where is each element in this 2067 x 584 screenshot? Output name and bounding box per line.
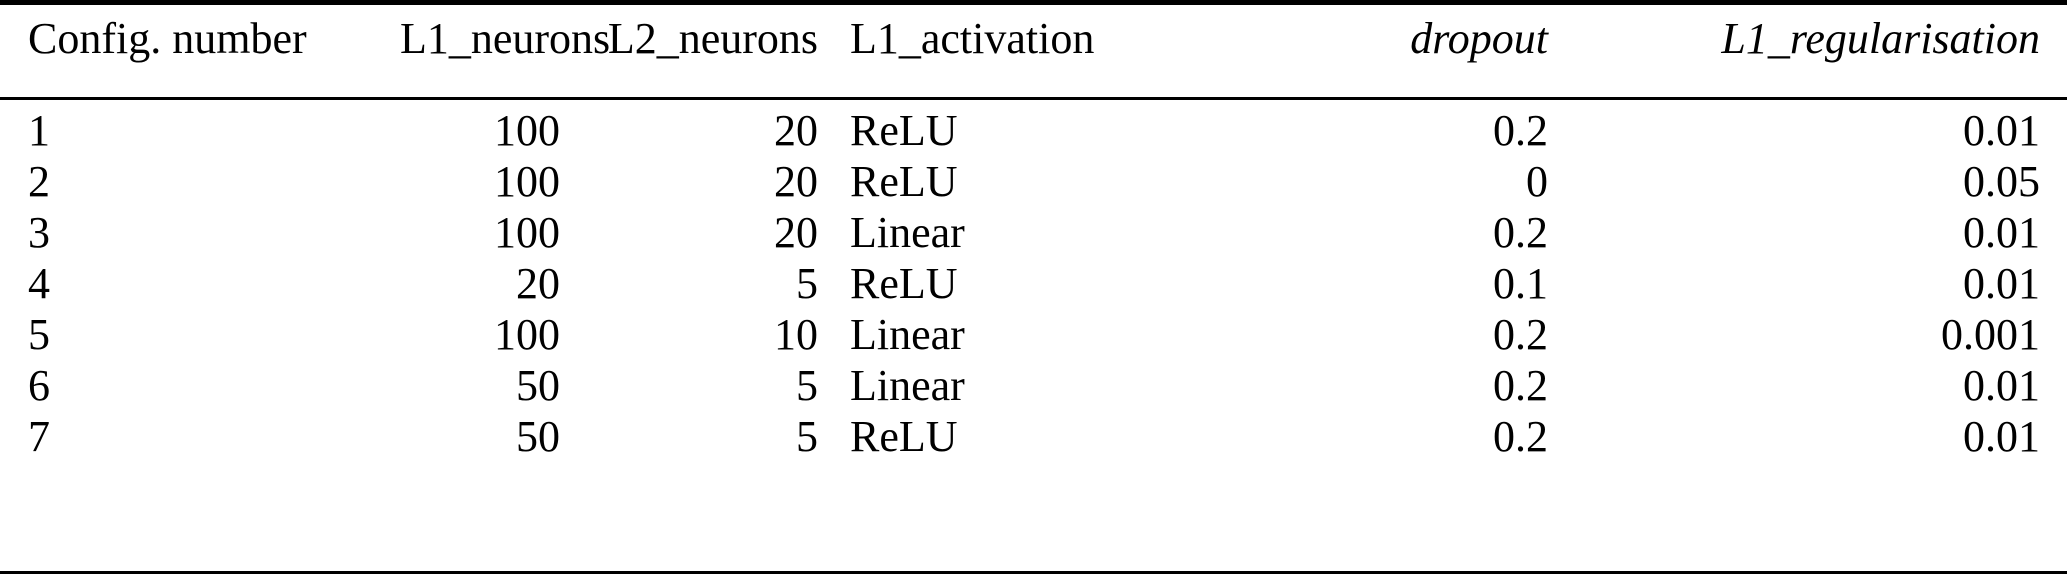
cell-l1-activation: ReLU (850, 157, 958, 206)
cell-config-number: 5 (28, 310, 50, 359)
config-table: Config. number L1_neurons L2_neurons L1_… (0, 0, 2067, 466)
table-row: 1 100 20 ReLU 0.2 0.01 (0, 97, 2067, 160)
table-row: 3 100 20 Linear 0.2 0.01 (0, 211, 2067, 262)
cell-l1-activation: Linear (850, 208, 965, 257)
cell-dropout: 0.2 (1493, 361, 1548, 410)
cell-l1-neurons: 100 (494, 310, 560, 359)
table-header-row: Config. number L1_neurons L2_neurons L1_… (0, 0, 2067, 97)
table-header: Config. number L1_neurons L2_neurons L1_… (0, 0, 2067, 97)
table-row: 6 50 5 Linear 0.2 0.01 (0, 364, 2067, 415)
cell-l1-neurons: 50 (516, 361, 560, 410)
cell-l1-neurons: 100 (494, 106, 560, 155)
table-top-rule (0, 0, 2067, 5)
cell-config-number: 6 (28, 361, 50, 410)
column-header-l2-neurons: L2_neurons (607, 14, 818, 63)
table-row: 7 50 5 ReLU 0.2 0.01 (0, 415, 2067, 466)
cell-dropout: 0.1 (1493, 259, 1548, 308)
cell-l1-regularisation: 0.01 (1963, 361, 2040, 410)
cell-l2-neurons: 5 (796, 412, 818, 461)
cell-l1-activation: Linear (850, 361, 965, 410)
table-bottom-rule (0, 571, 2067, 574)
cell-l2-neurons: 10 (774, 310, 818, 359)
cell-l1-neurons: 100 (494, 208, 560, 257)
cell-l1-activation: ReLU (850, 412, 958, 461)
cell-dropout: 0 (1526, 157, 1548, 206)
cell-dropout: 0.2 (1493, 412, 1548, 461)
cell-l2-neurons: 20 (774, 106, 818, 155)
column-header-l1-regularisation: L1_regularisation (1721, 14, 2040, 63)
cell-dropout: 0.2 (1493, 106, 1548, 155)
table-body: 1 100 20 ReLU 0.2 0.01 2 100 20 ReLU 0 0… (0, 97, 2067, 466)
column-header-dropout: dropout (1410, 14, 1548, 63)
cell-l1-regularisation: 0.01 (1963, 208, 2040, 257)
column-header-l1-activation: L1_activation (850, 14, 1095, 63)
cell-l1-regularisation: 0.01 (1963, 412, 2040, 461)
column-header-l1-neurons: L1_neurons (400, 14, 611, 63)
cell-l2-neurons: 20 (774, 157, 818, 206)
table-header-rule (0, 97, 2067, 100)
cell-l1-regularisation: 0.05 (1963, 157, 2040, 206)
table-row: 4 20 5 ReLU 0.1 0.01 (0, 262, 2067, 313)
cell-l1-regularisation: 0.01 (1963, 106, 2040, 155)
cell-l2-neurons: 20 (774, 208, 818, 257)
cell-l1-neurons: 100 (494, 157, 560, 206)
cell-l1-activation: ReLU (850, 259, 958, 308)
cell-l2-neurons: 5 (796, 361, 818, 410)
cell-dropout: 0.2 (1493, 208, 1548, 257)
table-row: 5 100 10 Linear 0.2 0.001 (0, 313, 2067, 364)
cell-config-number: 7 (28, 412, 50, 461)
table-row: 2 100 20 ReLU 0 0.05 (0, 160, 2067, 211)
cell-l1-neurons: 20 (516, 259, 560, 308)
cell-l2-neurons: 5 (796, 259, 818, 308)
cell-l1-regularisation: 0.001 (1941, 310, 2040, 359)
cell-l1-regularisation: 0.01 (1963, 259, 2040, 308)
cell-config-number: 3 (28, 208, 50, 257)
cell-l1-neurons: 50 (516, 412, 560, 461)
cell-dropout: 0.2 (1493, 310, 1548, 359)
cell-l1-activation: Linear (850, 310, 965, 359)
cell-config-number: 1 (28, 106, 50, 155)
column-header-config-number: Config. number (28, 14, 307, 63)
cell-l1-activation: ReLU (850, 106, 958, 155)
cell-config-number: 4 (28, 259, 50, 308)
cell-config-number: 2 (28, 157, 50, 206)
